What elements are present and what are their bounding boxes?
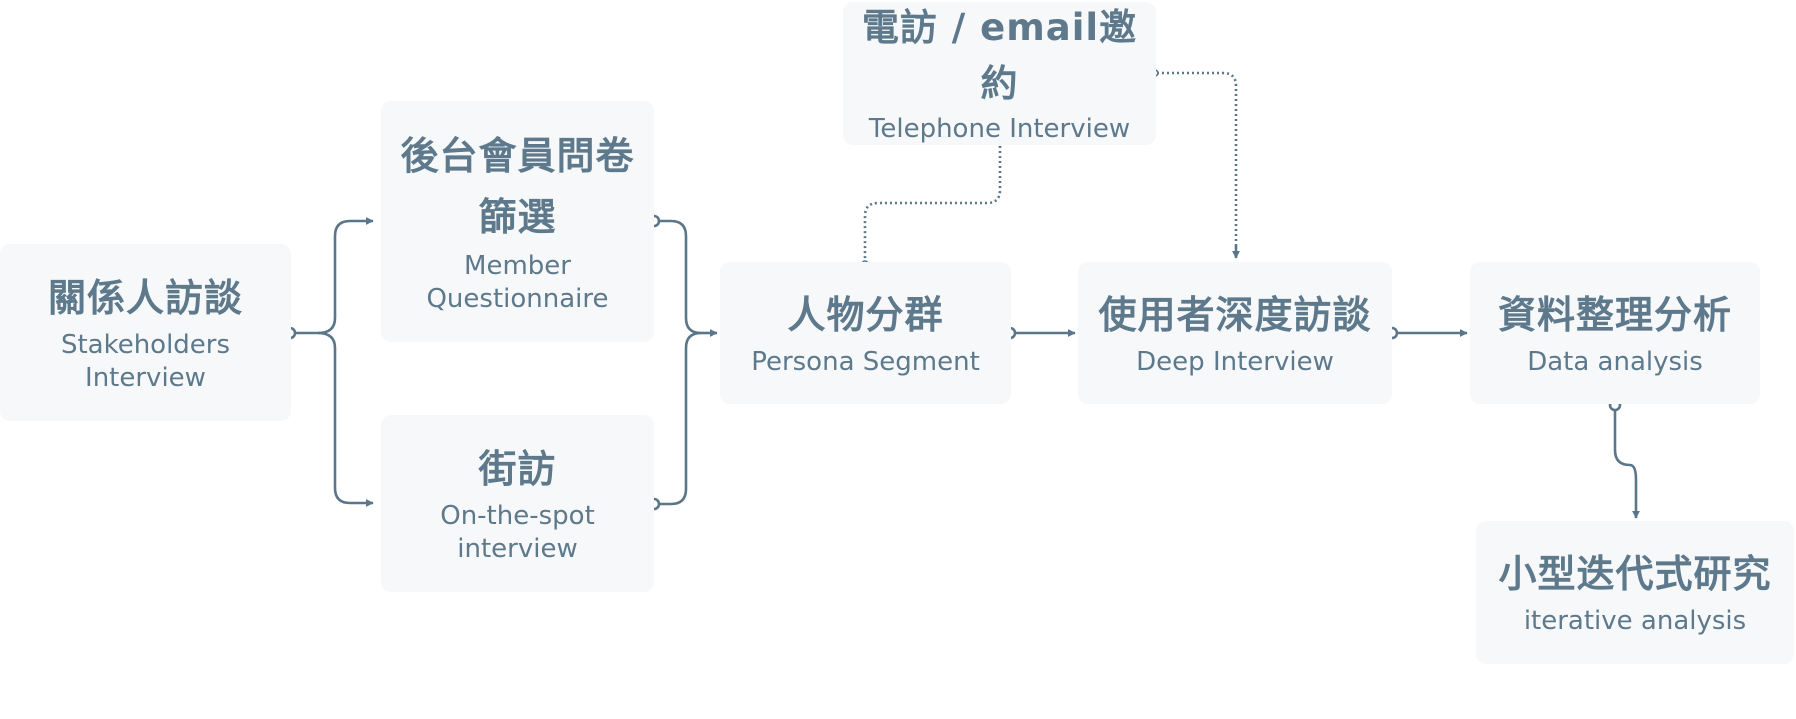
connector-persona-to-deep bbox=[1003, 326, 1076, 340]
node-en-subtitle: iterative analysis bbox=[1523, 606, 1747, 637]
node-iterative-analysis: 小型迭代式研究 iterative analysis bbox=[1476, 521, 1794, 664]
node-zh-line: 後台會員問卷 bbox=[400, 134, 635, 179]
node-deep-interview: 使用者深度訪談 Deep Interview bbox=[1078, 262, 1392, 404]
node-zh-line: 篩選 bbox=[478, 195, 557, 240]
connector-stakeholders-branch bbox=[283, 217, 374, 507]
node-zh-title: 後台會員問卷 篩選 bbox=[400, 126, 634, 248]
node-zh-title: 人物分群 bbox=[787, 292, 944, 337]
connector-data-to-iterative bbox=[1608, 398, 1640, 519]
connector-telephone-to-persona bbox=[861, 146, 1002, 268]
node-en-subtitle: Telephone Interview bbox=[868, 114, 1131, 145]
node-en-subtitle: Persona Segment bbox=[751, 346, 980, 377]
node-zh-title: 電訪 / email邀約 bbox=[861, 6, 1138, 105]
connector-deep-to-data bbox=[1385, 326, 1468, 340]
node-data-analysis: 資料整理分析 Data analysis bbox=[1470, 262, 1760, 404]
node-telephone-interview: 電訪 / email邀約 Telephone Interview bbox=[843, 2, 1156, 145]
node-en-line: Questionnaire bbox=[426, 284, 609, 315]
connector-telephone-to-deep bbox=[1151, 69, 1240, 259]
node-stakeholders-interview: 關係人訪談 Stakeholders Interview bbox=[0, 244, 291, 421]
node-en-line: interview bbox=[457, 534, 578, 564]
node-en-subtitle: On-the-spot interview bbox=[440, 500, 595, 567]
node-en-subtitle: Data analysis bbox=[1527, 346, 1703, 377]
node-en-subtitle: Stakeholders Interview bbox=[61, 329, 230, 396]
node-en-line: Stakeholders bbox=[60, 329, 231, 360]
node-en-subtitle: Deep Interview bbox=[1136, 346, 1334, 377]
node-en-line: Member bbox=[464, 251, 571, 282]
node-zh-title: 關係人訪談 bbox=[47, 275, 243, 320]
node-on-the-spot-interview: 街訪 On-the-spot interview bbox=[381, 415, 654, 592]
node-en-subtitle: Member Questionnaire bbox=[426, 250, 608, 317]
node-persona-segment: 人物分群 Persona Segment bbox=[720, 262, 1011, 404]
node-en-line: Interview bbox=[85, 363, 206, 393]
node-zh-title: 使用者深度訪談 bbox=[1098, 292, 1372, 337]
connector-merge-to-persona bbox=[647, 214, 718, 511]
node-en-line: On-the-spot bbox=[440, 500, 595, 531]
node-zh-title: 小型迭代式研究 bbox=[1498, 552, 1772, 597]
node-zh-title: 街訪 bbox=[478, 446, 557, 491]
node-zh-title: 資料整理分析 bbox=[1497, 292, 1732, 337]
node-member-questionnaire: 後台會員問卷 篩選 Member Questionnaire bbox=[381, 101, 654, 342]
